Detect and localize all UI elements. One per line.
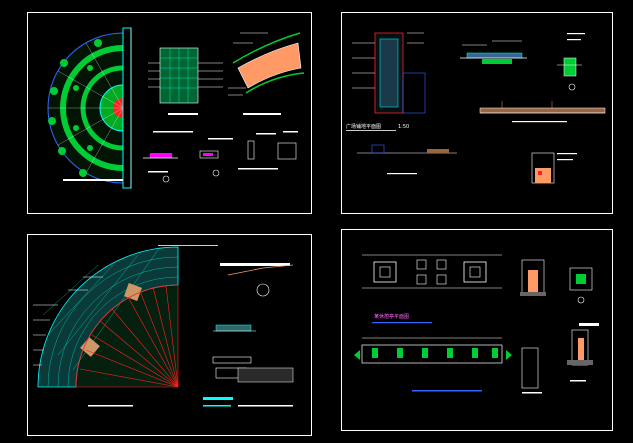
sheet-2-scale: 1:50 xyxy=(398,124,409,130)
section-detail-top xyxy=(460,33,585,91)
section-details xyxy=(143,131,298,183)
right-sections xyxy=(203,263,294,407)
bottom-section xyxy=(357,144,577,184)
long-section xyxy=(479,101,606,123)
sheet-1-drawing xyxy=(47,27,305,189)
pavilion-elevation xyxy=(354,337,512,392)
drawing-sheet-4[interactable]: 某休憩亭平面图 xyxy=(341,229,613,431)
sheet-2-drawing: 广场铺地平面图 1:50 xyxy=(346,32,606,184)
drawing-sheet-2[interactable]: 广场铺地平面图 1:50 xyxy=(341,12,613,214)
sheet-2-title: 广场铺地平面图 xyxy=(346,123,381,130)
quarter-circle-plan xyxy=(33,245,218,407)
drawing-sheet-1[interactable] xyxy=(27,12,312,214)
sheet-4-drawing: 某休憩亭平面图 xyxy=(354,254,599,394)
curved-path-detail xyxy=(228,32,305,115)
sheet-4-title: 某休憩亭平面图 xyxy=(374,313,409,320)
drawing-sheet-3[interactable] xyxy=(27,234,312,436)
pavilion-plan-top: 某休憩亭平面图 xyxy=(362,254,502,324)
column-sections xyxy=(520,259,599,394)
paving-detail xyxy=(148,47,223,115)
sheet-3-drawing xyxy=(33,245,294,407)
paving-plan: 广场铺地平面图 1:50 xyxy=(346,32,426,131)
plaza-plan xyxy=(47,27,132,189)
